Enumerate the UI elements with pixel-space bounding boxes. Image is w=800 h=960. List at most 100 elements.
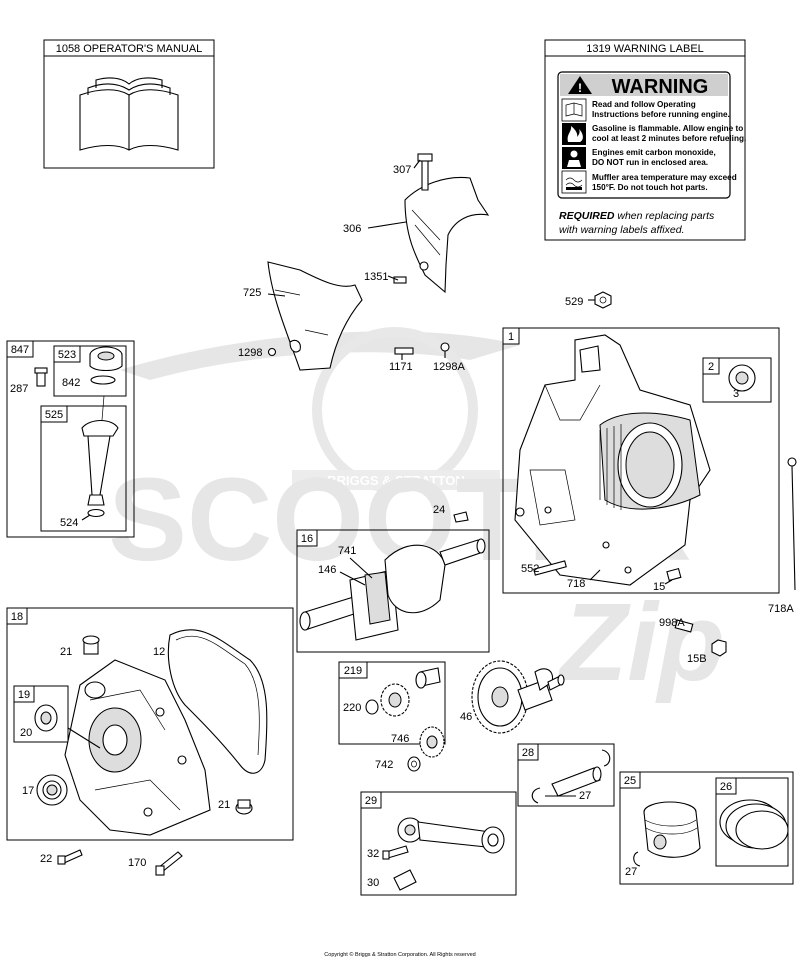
- o-ring-842: [90, 375, 116, 385]
- piston-clip-27: [633, 851, 641, 867]
- label-1298: 1298: [238, 347, 262, 359]
- group-847: 847 523 525: [6, 340, 135, 538]
- label-3: 3: [733, 388, 739, 400]
- label-24: 24: [433, 504, 445, 516]
- book-icon: [79, 77, 179, 151]
- rod-bolt-32: [382, 845, 409, 860]
- dowel-552: [533, 560, 567, 576]
- svg-text:26: 26: [720, 781, 732, 793]
- governor-gear: [380, 683, 410, 717]
- label-842: 842: [62, 377, 80, 389]
- group-1: 1 2: [453, 327, 780, 594]
- warning-heading: WARNING: [612, 76, 709, 98]
- label-21-top: 21: [60, 646, 72, 658]
- bolt-22: [57, 849, 83, 865]
- warning-label-box: 1319 WARNING LABEL ! WARNING Read and fo…: [544, 39, 746, 241]
- watermark-swoosh: [120, 331, 520, 380]
- washer-742: [407, 756, 421, 772]
- bearing-3: [728, 364, 756, 392]
- label-306: 306: [343, 223, 361, 235]
- warning-row-4: Muffler area temperature may exceed 150°…: [561, 170, 737, 194]
- label-742: 742: [375, 759, 393, 771]
- svg-text:Muffler area temperature may e: Muffler area temperature may exceed: [592, 173, 737, 182]
- svg-text:523: 523: [58, 349, 76, 361]
- label-524: 524: [60, 517, 78, 529]
- gear-746: [419, 726, 445, 758]
- stud-998A: [674, 619, 694, 633]
- label-20: 20: [20, 727, 32, 739]
- label-15B: 15B: [687, 653, 707, 665]
- svg-text:525: 525: [45, 409, 63, 421]
- watermark-brand-bar: [292, 470, 500, 490]
- flame-icon: [567, 126, 583, 142]
- crankshaft: [299, 538, 486, 641]
- group-219: 219: [338, 661, 446, 745]
- cylinder-block: [514, 334, 711, 586]
- group-25: 25 26: [619, 771, 794, 885]
- label-46: 46: [460, 711, 472, 723]
- label-146: 146: [318, 564, 336, 576]
- label-746: 746: [391, 733, 409, 745]
- dipstick-tube-524: [81, 395, 119, 506]
- bearing-17: [36, 774, 68, 806]
- label-220: 220: [343, 702, 361, 714]
- plug-21-bottom: [235, 799, 253, 815]
- label-30: 30: [367, 877, 379, 889]
- nut-529: [594, 291, 612, 309]
- key-24: [453, 511, 469, 523]
- warning-row-2: Gasoline is flammable. Allow engine to c…: [562, 123, 746, 145]
- label-12: 12: [153, 646, 165, 658]
- label-529: 529: [565, 296, 583, 308]
- label-718: 718: [567, 578, 585, 590]
- svg-text:16: 16: [301, 533, 313, 545]
- person-co-icon: [570, 150, 578, 158]
- crankcase-cover: [64, 659, 211, 836]
- group-16: 16: [296, 529, 490, 653]
- svg-text:2: 2: [708, 361, 714, 373]
- rod-cap-30: [393, 869, 417, 891]
- washer-220: [365, 699, 379, 715]
- label-27-group25: 27: [625, 866, 637, 878]
- operator-manual-box: 1058 OPERATOR'S MANUAL: [43, 39, 215, 169]
- label-1298A: 1298A: [433, 361, 465, 373]
- piston: [643, 801, 701, 858]
- label-1171: 1171: [389, 361, 413, 373]
- svg-text:Instructions before running en: Instructions before running engine.: [592, 110, 730, 119]
- label-1351: 1351: [364, 271, 388, 283]
- nut-1298: [267, 347, 277, 357]
- label-22: 22: [40, 853, 52, 865]
- label-718A: 718A: [768, 603, 794, 615]
- camshaft-46: [471, 660, 565, 734]
- svg-text:18: 18: [11, 611, 23, 623]
- svg-text:219: 219: [344, 665, 362, 677]
- label-21-bottom: 21: [218, 799, 230, 811]
- watermark-script: Zip: [557, 581, 725, 704]
- required-note-line2: with warning labels affixed.: [559, 224, 684, 236]
- air-guide-306: [404, 176, 490, 294]
- svg-text:29: 29: [365, 795, 377, 807]
- warning-row-1: Read and follow Operating Instructions b…: [561, 98, 730, 122]
- required-note-line1: REQUIRED when replacing parts: [559, 210, 715, 222]
- screw-1171: [394, 347, 414, 355]
- seal-20: [34, 704, 58, 732]
- screw-307: [421, 159, 429, 191]
- group-28: 28: [517, 743, 615, 807]
- svg-text:Read and follow Operating: Read and follow Operating: [592, 100, 696, 109]
- group-18: 18 19: [6, 607, 294, 841]
- warning-row-3: Engines emit carbon monoxide, DO NOT run…: [562, 147, 716, 169]
- label-170: 170: [128, 857, 146, 869]
- piston-pin: [551, 767, 601, 797]
- label-741: 741: [338, 545, 356, 557]
- retainer-clip-bottom: [531, 787, 541, 804]
- label-725: 725: [243, 287, 261, 299]
- connecting-rod: [397, 817, 505, 854]
- watermark-brand: BRIGGS & STRATTON: [327, 473, 464, 488]
- svg-text:DO NOT run in enclosed area.: DO NOT run in enclosed area.: [592, 158, 708, 167]
- svg-text:!: !: [578, 81, 582, 95]
- governor-cup: [415, 667, 441, 689]
- hot-surface-icon: [565, 177, 583, 188]
- warning-label-title: 1319 WARNING LABEL: [586, 43, 704, 55]
- svg-text:1: 1: [508, 331, 514, 343]
- copyright: Copyright © Briggs & Stratton Corporatio…: [324, 951, 475, 958]
- svg-text:Gasoline is flammable. Allow e: Gasoline is flammable. Allow engine to: [592, 124, 743, 133]
